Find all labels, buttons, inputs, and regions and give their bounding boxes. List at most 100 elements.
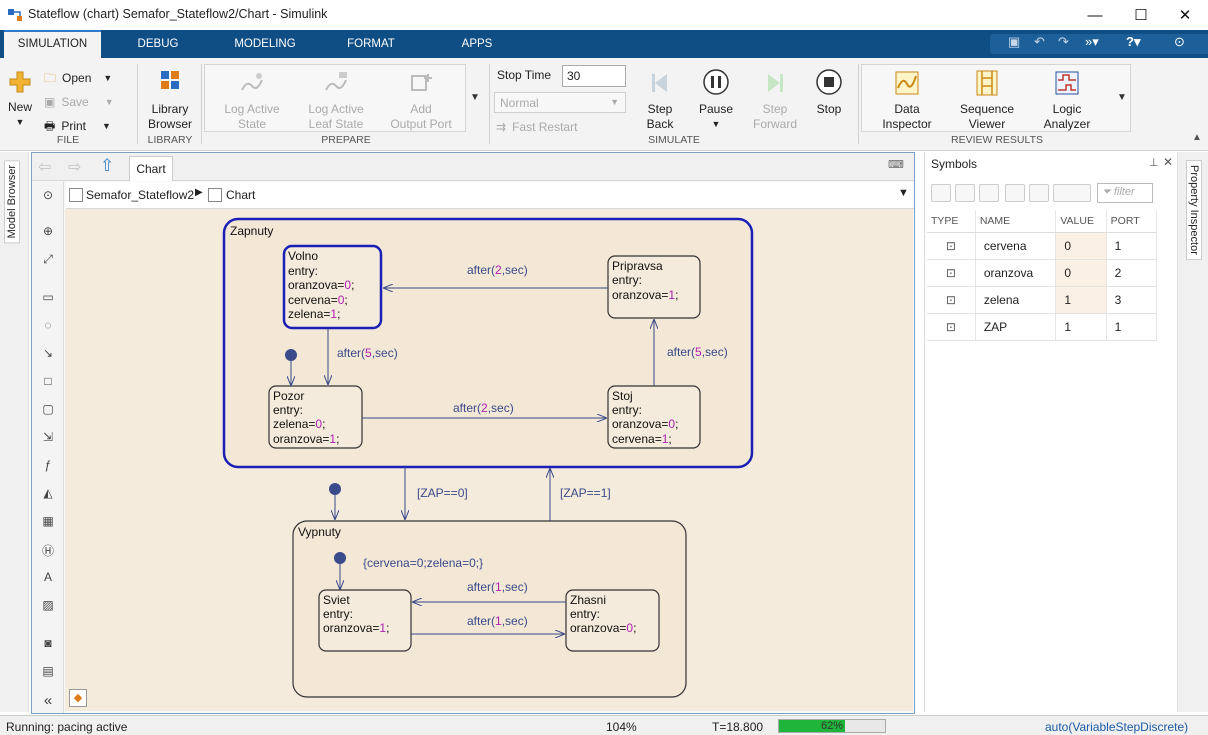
- chart-canvas[interactable]: Zapnuty Volno entry: oranzova=0; cervena…: [65, 209, 913, 711]
- symbol-port[interactable]: 1: [1106, 313, 1158, 341]
- up-arrow-icon[interactable]: ⇧: [100, 156, 115, 175]
- more-icon[interactable]: »▾: [1085, 34, 1099, 49]
- simulink-state-icon[interactable]: ◭: [43, 486, 53, 500]
- model-browser-tab[interactable]: Model Browser: [4, 160, 20, 244]
- library-icon[interactable]: ▤: [42, 664, 54, 678]
- state-pozor[interactable]: Pozor entry: zelena=0; oranzova=1;: [268, 385, 363, 449]
- logic-analyzer-button[interactable]: Logic Analyzer: [1029, 68, 1105, 132]
- col-port[interactable]: PORT: [1106, 210, 1158, 233]
- minimize-button[interactable]: —: [1087, 6, 1103, 24]
- symbol-port[interactable]: 3: [1106, 286, 1158, 314]
- annotation-tool-icon[interactable]: A: [43, 570, 52, 584]
- default-transition-dot[interactable]: [285, 349, 297, 361]
- save-quick-icon[interactable]: ▣: [1008, 34, 1021, 49]
- step-back-button[interactable]: Step Back: [632, 68, 688, 132]
- symbol-name[interactable]: ZAP: [975, 313, 1057, 341]
- add-event-icon[interactable]: [955, 184, 975, 202]
- forward-arrow-icon[interactable]: ⇨: [68, 159, 82, 176]
- property-inspector-tab[interactable]: Property Inspector: [1186, 160, 1202, 260]
- state-pripravsa[interactable]: Pripravsa entry: oranzova=1;: [607, 255, 701, 319]
- keyboard-icon[interactable]: ⌨: [888, 159, 904, 171]
- symbol-name[interactable]: oranzova: [975, 259, 1057, 287]
- col-value[interactable]: VALUE: [1055, 210, 1107, 233]
- zoom-icon[interactable]: ⊕: [42, 224, 54, 238]
- prepare-expand-icon[interactable]: ▼: [470, 92, 480, 103]
- state-vypnuty[interactable]: [292, 520, 687, 698]
- collapse-ribbon-icon[interactable]: ⊙: [1174, 34, 1185, 49]
- help-icon[interactable]: ?▾: [1126, 34, 1141, 49]
- tab-simulation[interactable]: SIMULATION: [4, 30, 101, 58]
- table-row[interactable]: ⊡ oranzova 0 2: [927, 259, 1158, 287]
- symbol-port[interactable]: 1: [1106, 232, 1158, 260]
- state-sviet[interactable]: Sviet entry: oranzova=1;: [318, 589, 412, 652]
- open-button[interactable]: 🗀Open▼: [44, 70, 112, 86]
- state-stoj[interactable]: Stoj entry: oranzova=0; cervena=1;: [607, 385, 701, 449]
- state-volno[interactable]: Volno entry: oranzova=0; cervena=0; zele…: [282, 244, 383, 330]
- print-button[interactable]: 🖶Print▼: [44, 118, 111, 134]
- junction-tool-icon[interactable]: ◌: [44, 318, 52, 332]
- close-button[interactable]: ✕: [1178, 7, 1192, 24]
- log-leaf-state-button[interactable]: Log Active Leaf State: [298, 68, 374, 132]
- library-browser-button[interactable]: Library Browser: [144, 68, 196, 132]
- tab-format[interactable]: FORMAT: [347, 38, 395, 50]
- fast-restart-toggle[interactable]: ⇉Fast Restart: [496, 119, 577, 135]
- fit-to-view-icon[interactable]: ⤢: [43, 252, 53, 266]
- solver-link[interactable]: auto(VariableStepDiscrete): [1045, 720, 1189, 734]
- tab-modeling[interactable]: MODELING: [234, 38, 296, 50]
- breadcrumb-chart[interactable]: Chart: [226, 188, 256, 202]
- stop-button[interactable]: Stop: [806, 68, 852, 117]
- col-type[interactable]: TYPE: [927, 210, 976, 233]
- back-arrow-icon[interactable]: ⇦: [38, 159, 52, 176]
- state-tool-icon[interactable]: ▭: [42, 290, 54, 304]
- matlab-function-icon[interactable]: ƒ: [44, 458, 52, 472]
- state-zhasni[interactable]: Zhasni entry: oranzova=0;: [565, 589, 660, 652]
- history-junction-icon[interactable]: Ⓗ: [41, 544, 54, 558]
- function-tool-icon[interactable]: ▢: [42, 402, 54, 416]
- symbol-port[interactable]: 2: [1106, 259, 1158, 287]
- resolve-undefined-icon[interactable]: [1005, 184, 1025, 202]
- image-tool-icon[interactable]: ▨: [42, 598, 54, 612]
- stop-time-input[interactable]: 30: [562, 65, 626, 87]
- tab-apps[interactable]: APPS: [461, 38, 493, 50]
- default-transition-dot[interactable]: [329, 483, 341, 495]
- redo-icon[interactable]: ↷: [1058, 34, 1069, 49]
- add-data-icon[interactable]: [931, 184, 951, 202]
- col-name[interactable]: NAME: [975, 210, 1057, 233]
- data-inspector-button[interactable]: Data Inspector: [869, 68, 945, 132]
- new-button[interactable]: New ▼: [4, 68, 36, 130]
- maximize-button[interactable]: ☐: [1134, 7, 1148, 24]
- symbol-value[interactable]: 1: [1055, 313, 1107, 341]
- tab-debug[interactable]: DEBUG: [137, 38, 179, 50]
- table-row[interactable]: ⊡ ZAP 1 1: [927, 313, 1158, 341]
- pause-button[interactable]: Pause ▼: [690, 68, 742, 132]
- save-button[interactable]: ▣Save▼: [44, 94, 114, 110]
- symbol-name[interactable]: cervena: [975, 232, 1057, 260]
- default-transition-dot[interactable]: [334, 552, 346, 564]
- close-panel-icon[interactable]: ✕: [1163, 155, 1174, 169]
- simulink-function-icon[interactable]: ⇲: [42, 430, 54, 444]
- settings-icon[interactable]: [1053, 184, 1091, 202]
- symbol-value[interactable]: 1: [1055, 286, 1107, 314]
- collapse-toolstrip-icon[interactable]: ▲: [1192, 132, 1202, 143]
- review-expand-icon[interactable]: ▼: [1117, 92, 1127, 103]
- table-row[interactable]: ⊡ zelena 1 3: [927, 286, 1158, 314]
- tab-chart[interactable]: Chart: [129, 156, 173, 181]
- default-transition-tool-icon[interactable]: ↘: [42, 346, 54, 360]
- undo-icon[interactable]: ↶: [1034, 34, 1045, 49]
- truth-table-icon[interactable]: ▦: [42, 514, 54, 528]
- add-output-port-button[interactable]: Add Output Port: [382, 68, 460, 132]
- sequence-viewer-button[interactable]: Sequence Viewer: [949, 68, 1025, 132]
- log-active-state-button[interactable]: Log Active State: [214, 68, 290, 132]
- symbols-filter-input[interactable]: ⏷ filter: [1097, 183, 1153, 203]
- symbol-name[interactable]: zelena: [975, 286, 1057, 314]
- symbol-value[interactable]: 0: [1055, 232, 1107, 260]
- symbol-value[interactable]: 0: [1055, 259, 1107, 287]
- stateflow-logo-icon[interactable]: ◆: [69, 689, 87, 707]
- breadcrumb-dropdown-icon[interactable]: ▼: [898, 187, 909, 199]
- add-message-icon[interactable]: [979, 184, 999, 202]
- collapse-palette-icon[interactable]: «: [43, 692, 53, 709]
- pin-icon[interactable]: ⊥: [1149, 157, 1159, 169]
- table-row[interactable]: ⊡ cervena 0 1: [927, 232, 1158, 260]
- step-forward-button[interactable]: Step Forward: [746, 68, 804, 132]
- breadcrumb-model[interactable]: Semafor_Stateflow2: [86, 188, 195, 202]
